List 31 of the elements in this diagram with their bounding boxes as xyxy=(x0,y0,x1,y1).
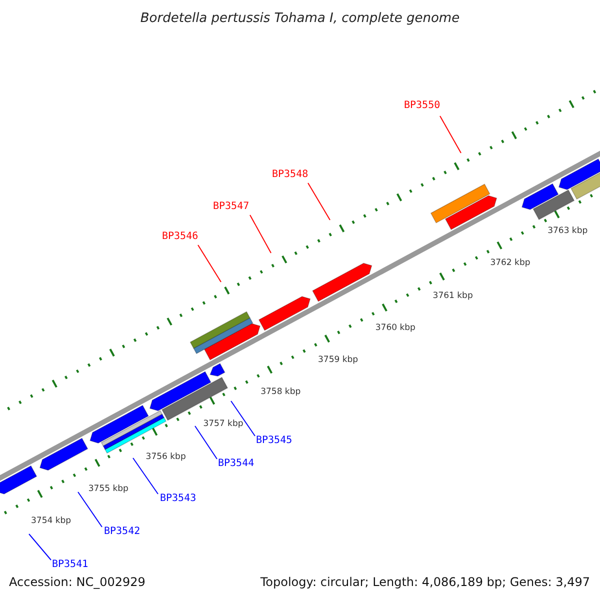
scale-label: 3763 kbp xyxy=(548,227,588,236)
leader-line xyxy=(230,400,256,436)
scale-label: 3762 kbp xyxy=(490,259,530,268)
scale-label: 3758 kbp xyxy=(260,388,301,397)
leader-line xyxy=(194,426,218,460)
gene-label: BP3544 xyxy=(218,459,254,469)
accession-text: Accession: NC_002929 xyxy=(9,576,146,588)
leader-line xyxy=(198,244,222,282)
leader-line xyxy=(440,116,462,154)
gene-label: BP3543 xyxy=(160,494,196,504)
gene-label: BP3541 xyxy=(52,560,88,570)
gene-label: BP3548 xyxy=(272,170,308,180)
gene-label: BP3550 xyxy=(404,101,440,111)
scale-label: 3757 kbp xyxy=(203,420,244,429)
leader-line xyxy=(308,182,330,220)
leader-line xyxy=(132,458,158,494)
scale-label: 3755 kbp xyxy=(88,484,128,494)
scale-label: 3759 kbp xyxy=(318,356,358,364)
leader-line xyxy=(78,492,102,528)
diagram-title: Bordetella pertussis Tohama I, complete genome xyxy=(139,12,461,25)
scale-label: 3756 kbp xyxy=(146,452,186,462)
scale-label: 3760 kbp xyxy=(375,324,416,332)
leader-line xyxy=(28,534,52,560)
leader-line xyxy=(250,214,272,254)
gene-label: BP3542 xyxy=(104,527,140,537)
gene-label: BP3547 xyxy=(213,202,250,212)
gene-label: BP3545 xyxy=(256,436,292,446)
gene-label: BP3546 xyxy=(162,232,198,242)
scale-label: 3761 kbp xyxy=(432,292,473,300)
scale-label: 3754 kbp xyxy=(31,517,72,526)
genome-info-text: Topology: circular; Length: 4,086,189 bp; Genes: 3,497 xyxy=(260,576,590,588)
